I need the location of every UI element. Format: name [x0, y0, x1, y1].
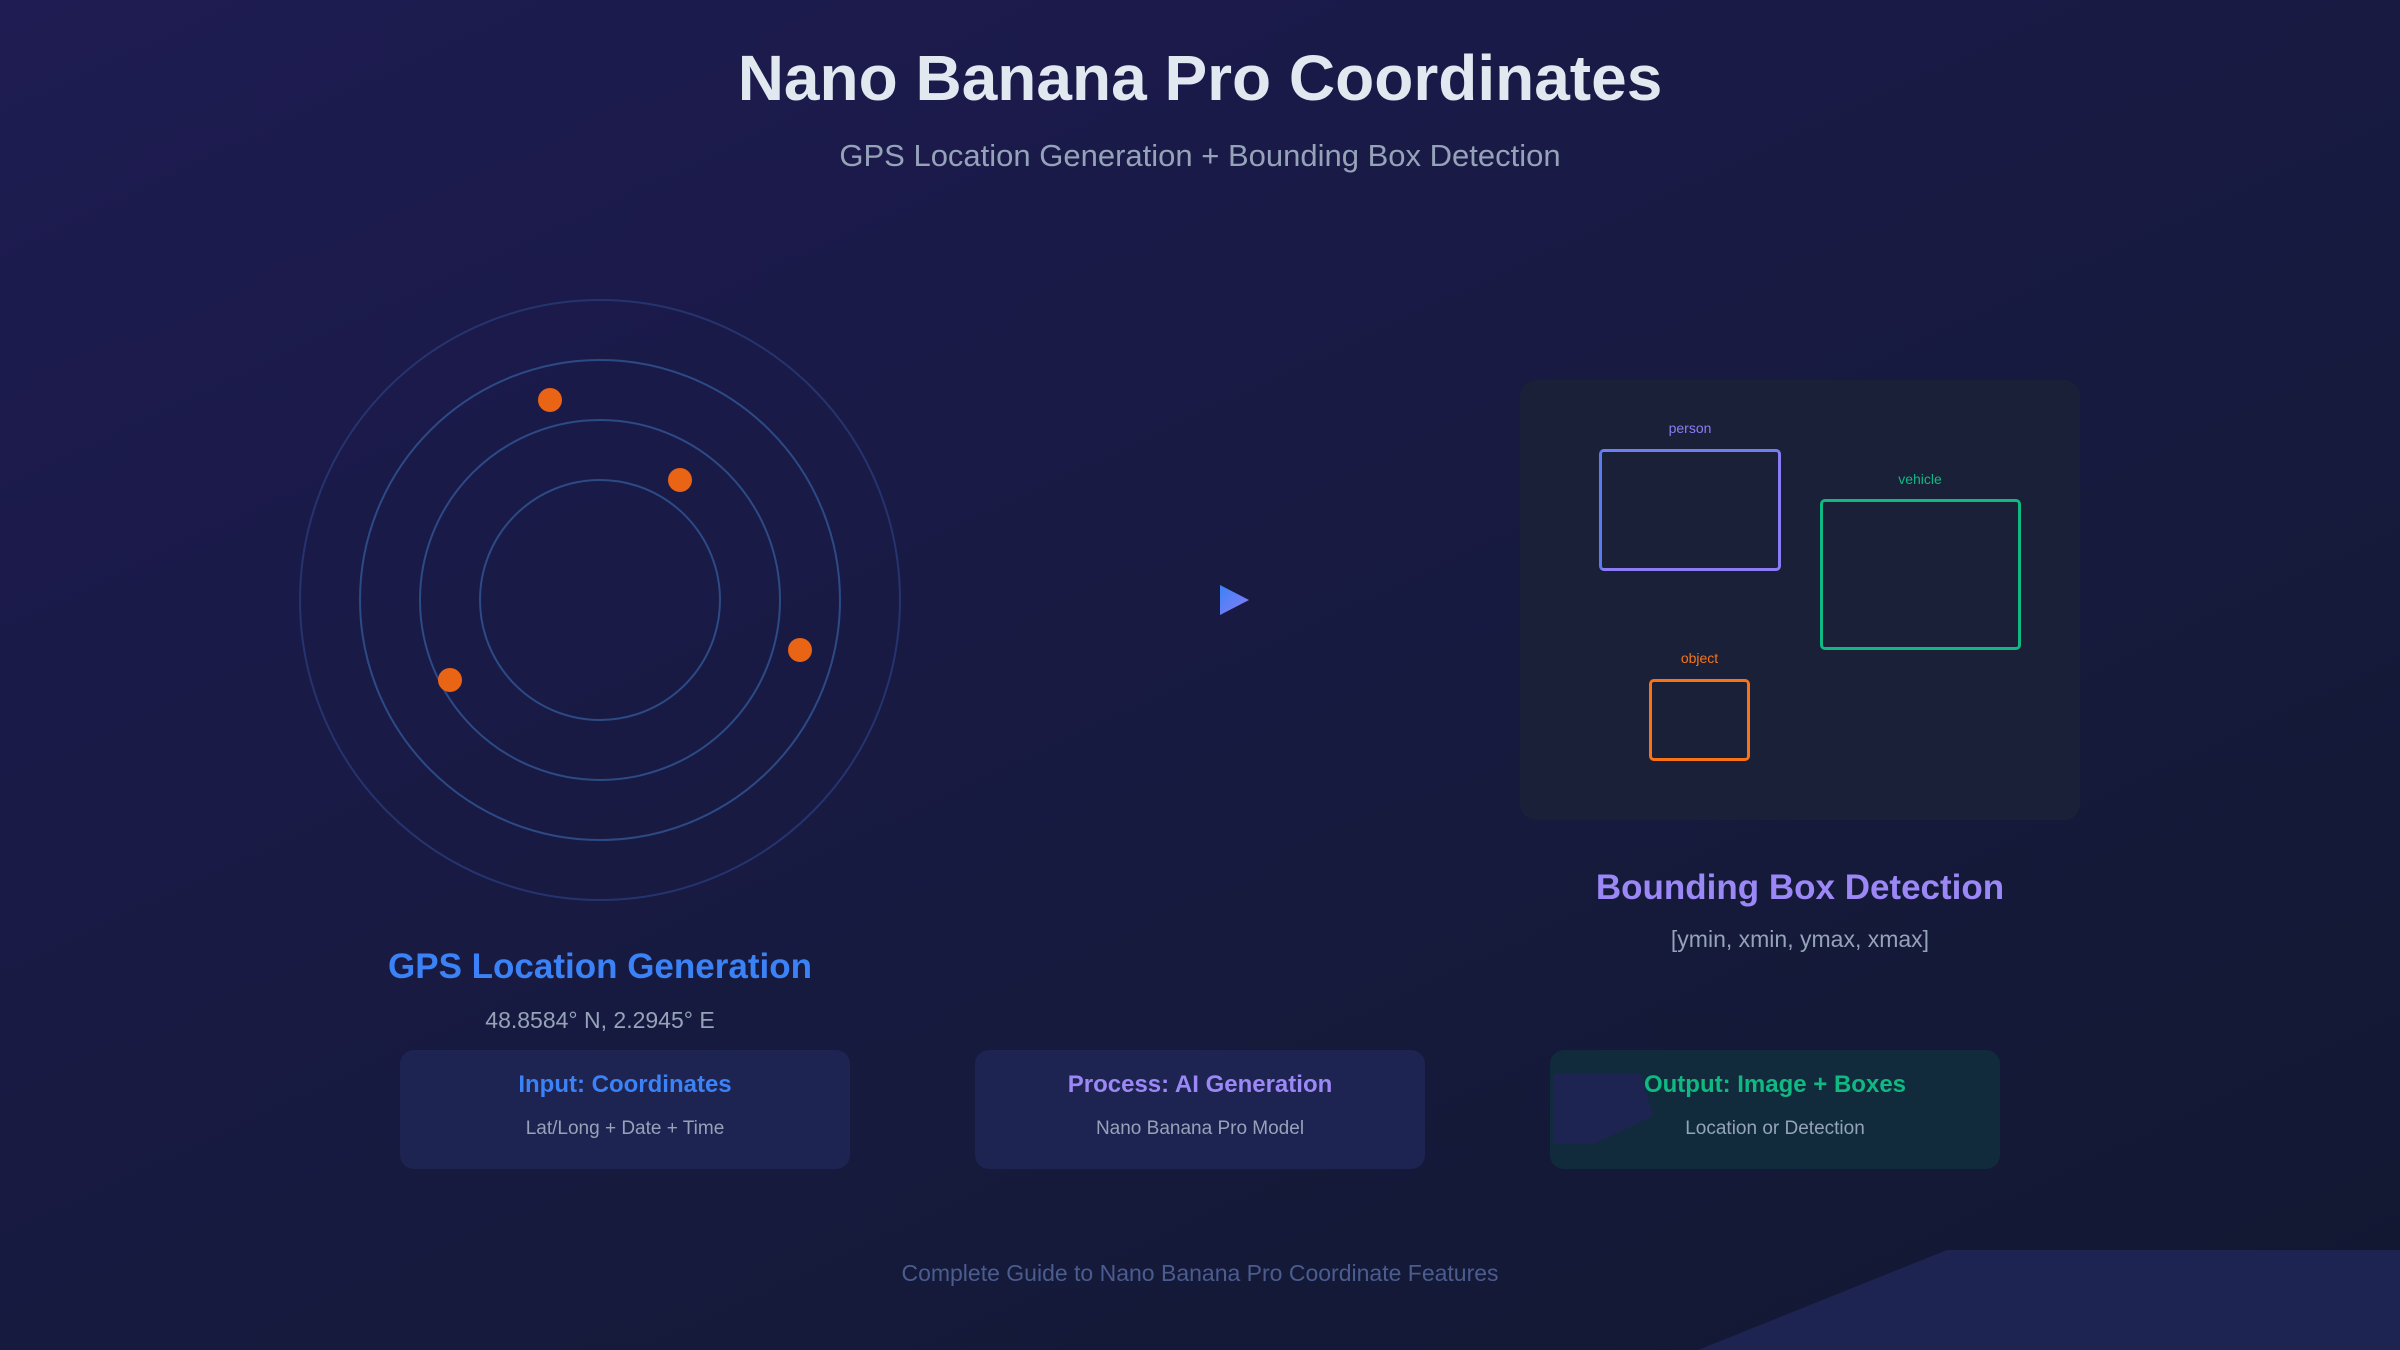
bbox-label-vehicle: vehicle	[1898, 471, 1942, 487]
card-output-title: Output: Image + Boxes	[1643, 1071, 1907, 1098]
radar-ring-3	[359, 359, 841, 841]
page-title: Nano Banana Pro Coordinates	[737, 42, 1663, 114]
bbox-person	[1599, 449, 1781, 571]
bbox-label-person: person	[1668, 420, 1712, 436]
radar-ring-outer	[299, 299, 901, 901]
page-subtitle: GPS Location Generation + Bounding Box D…	[839, 138, 1561, 173]
bbox-format-text: [ymin, xmin, ymax, xmax]	[1670, 926, 1930, 952]
card-process-subtitle: Nano Banana Pro Model	[1095, 1118, 1305, 1139]
gps-radar-graphic	[299, 299, 901, 901]
location-point-icon	[788, 638, 812, 662]
play-arrow-icon	[1220, 585, 1249, 615]
card-input: Input: Coordinates Lat/Long + Date + Tim…	[400, 1050, 850, 1169]
bbox-label-object: object	[1680, 650, 1719, 666]
radar-ring-inner	[479, 479, 721, 721]
location-point-icon	[538, 388, 562, 412]
gps-section-title: GPS Location Generation	[388, 947, 812, 986]
radar-ring-2	[419, 419, 781, 781]
gps-coordinates: 48.8584° N, 2.2945° E	[485, 1007, 715, 1033]
location-point-icon	[668, 468, 692, 492]
card-output-subtitle: Location or Detection	[1685, 1118, 1865, 1139]
card-input-subtitle: Lat/Long + Date + Time	[525, 1118, 725, 1139]
bbox-preview-panel: person vehicle object	[1520, 380, 2080, 820]
bbox-section-title: Bounding Box Detection	[1595, 868, 2005, 907]
bbox-vehicle	[1820, 499, 2021, 650]
card-output: Output: Image + Boxes Location or Detect…	[1550, 1050, 2000, 1169]
location-point-icon	[438, 668, 462, 692]
card-process: Process: AI Generation Nano Banana Pro M…	[975, 1050, 1425, 1169]
card-process-title: Process: AI Generation	[1067, 1071, 1333, 1098]
card-input-title: Input: Coordinates	[518, 1071, 732, 1098]
bbox-object	[1649, 679, 1750, 761]
footer-text: Complete Guide to Nano Banana Pro Coordi…	[901, 1260, 1499, 1286]
